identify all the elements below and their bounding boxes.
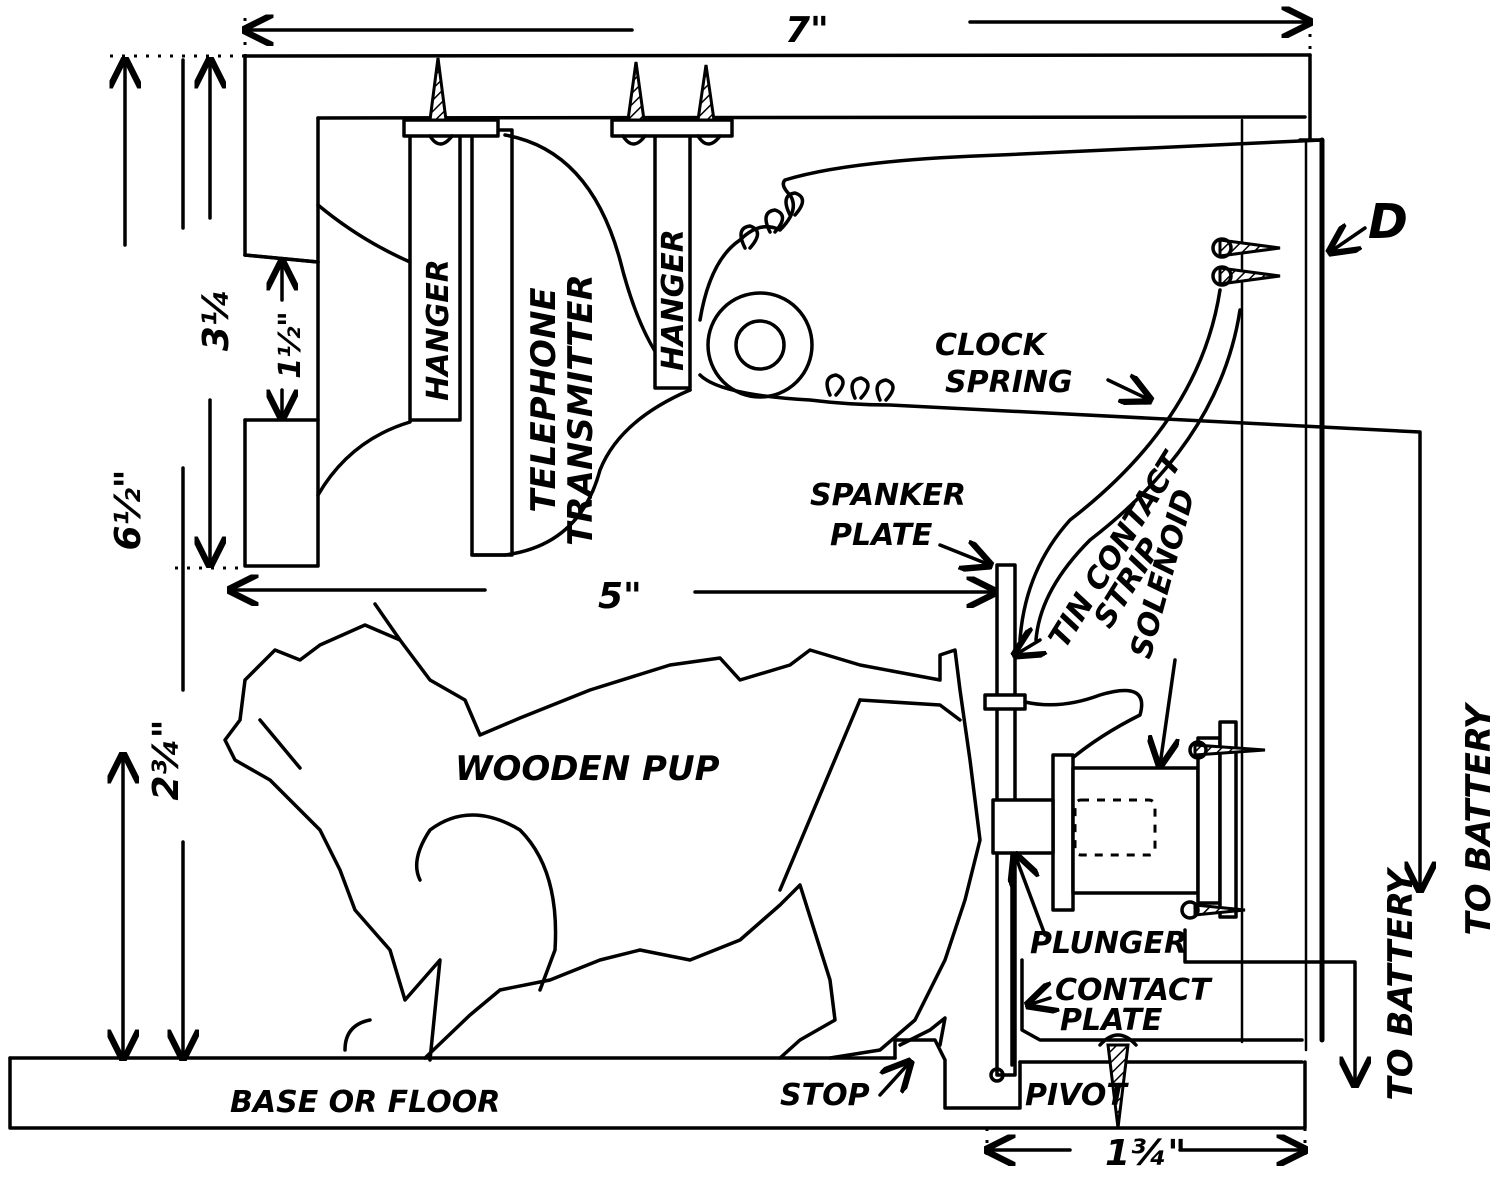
pivot-pin [989,1067,1005,1083]
spanker-bolt [983,693,1027,711]
screw-icon [1193,743,1266,757]
wire-upper [698,138,1324,322]
solenoid-flange-right [1196,736,1222,905]
hanger-mounts [402,57,734,146]
contact-assembly [1010,853,1355,1129]
dim-label-5in: 5" [598,576,642,617]
tin-contact-strip [1018,288,1242,642]
label-plate: PLATE [830,518,933,553]
transmitter-body [470,128,514,557]
screw-head-icon [428,134,454,146]
marker-d: D [1330,194,1408,252]
label-base: BASE OR FLOOR [230,1085,500,1120]
label-d: D [1368,194,1408,250]
label-wooden-pup: WOODEN PUP [455,749,720,789]
dimension-overall-width: 7" [245,10,1310,56]
leader-spanker-plate [938,545,990,565]
label-to-battery-2: TO BATTERY [1381,866,1421,1100]
clock-spring-bell [698,138,1420,890]
label-contact-plate: PLATE [1060,1003,1163,1038]
solenoid-flange-left [1051,753,1075,912]
spanker-wire [1023,688,1144,762]
screw-icon [1193,903,1246,917]
label-pivot: PIVOT [1025,1078,1129,1113]
screw-icon [1218,266,1281,286]
leader-solenoid [1160,658,1175,765]
solenoid-coil [1071,766,1200,895]
plunger-core-hidden [1073,798,1157,857]
dimension-left-stack: 3¼ 6½" 1½" [108,54,308,692]
label-stop: STOP [780,1078,870,1113]
dim-label-7in: 7" [785,10,829,51]
dim-label-3-25: 3¼ [196,289,237,351]
bell-inner [734,319,786,371]
stop-block [898,1016,947,1047]
base-floor: BASE OR FLOOR [8,1016,1307,1130]
label-spanker: SPANKER [810,478,966,513]
label-transmitter: TRANSMITTER [561,274,601,546]
dim-label-6-5: 6½" [108,469,149,550]
horn-upper-curve [316,203,412,264]
dim-label-2-75: 2¾" [146,719,187,800]
mount-plate-left [402,118,500,138]
label-hanger-left: HANGER [421,259,456,401]
label-hanger-right: HANGER [656,229,691,371]
dimension-inner-width: 5" [230,576,995,617]
horn-lower-curve [316,420,412,497]
screw-head-icon [696,134,722,146]
label-telephone: TELEPHONE [524,287,564,512]
dim-label-1-75: 1¾" [1105,1133,1186,1174]
leader-contact-plate [1028,998,1050,1005]
dimension-pup-height: 2¾" [123,719,187,1058]
wire-lower-to-battery [698,373,1420,890]
wire-to-battery-2 [1183,928,1355,1085]
screw-head-icon [621,134,647,146]
plunger-outer [991,798,1055,855]
label-clock: CLOCK [935,328,1049,363]
contact-screws [1211,237,1281,287]
dimension-solenoid-box: 1¾" [987,1128,1305,1174]
leader-tin-contact [1015,640,1040,655]
mount-plate-right [610,118,734,138]
bell-outer [706,291,814,399]
cabinet-frame [243,53,1325,1052]
screw-icon [626,61,646,122]
telephone-transmitter [316,128,692,557]
label-to-battery-1: TO BATTERY [1459,701,1499,935]
hanger-right-body [653,128,692,390]
label-plunger: PLUNGER [1030,926,1187,961]
label-spring: SPRING [945,365,1073,400]
screw-icon [428,57,448,122]
dim-label-1-5: 1½" [273,311,308,379]
wooden-pup: WOODEN PUP [223,602,982,1062]
transmitter-lower-curve [503,388,692,557]
screw-icon [1218,238,1281,258]
leader-clock-spring [1106,380,1150,400]
hanger-left-body [408,128,462,422]
leader-plunger [1015,855,1047,937]
solenoid-mount [1218,720,1238,919]
solenoid [991,720,1266,920]
label-contact: CONTACT [1055,973,1213,1008]
screw-icon [1106,1043,1130,1129]
screw-icon [696,64,716,122]
leader-stop [878,1062,910,1097]
